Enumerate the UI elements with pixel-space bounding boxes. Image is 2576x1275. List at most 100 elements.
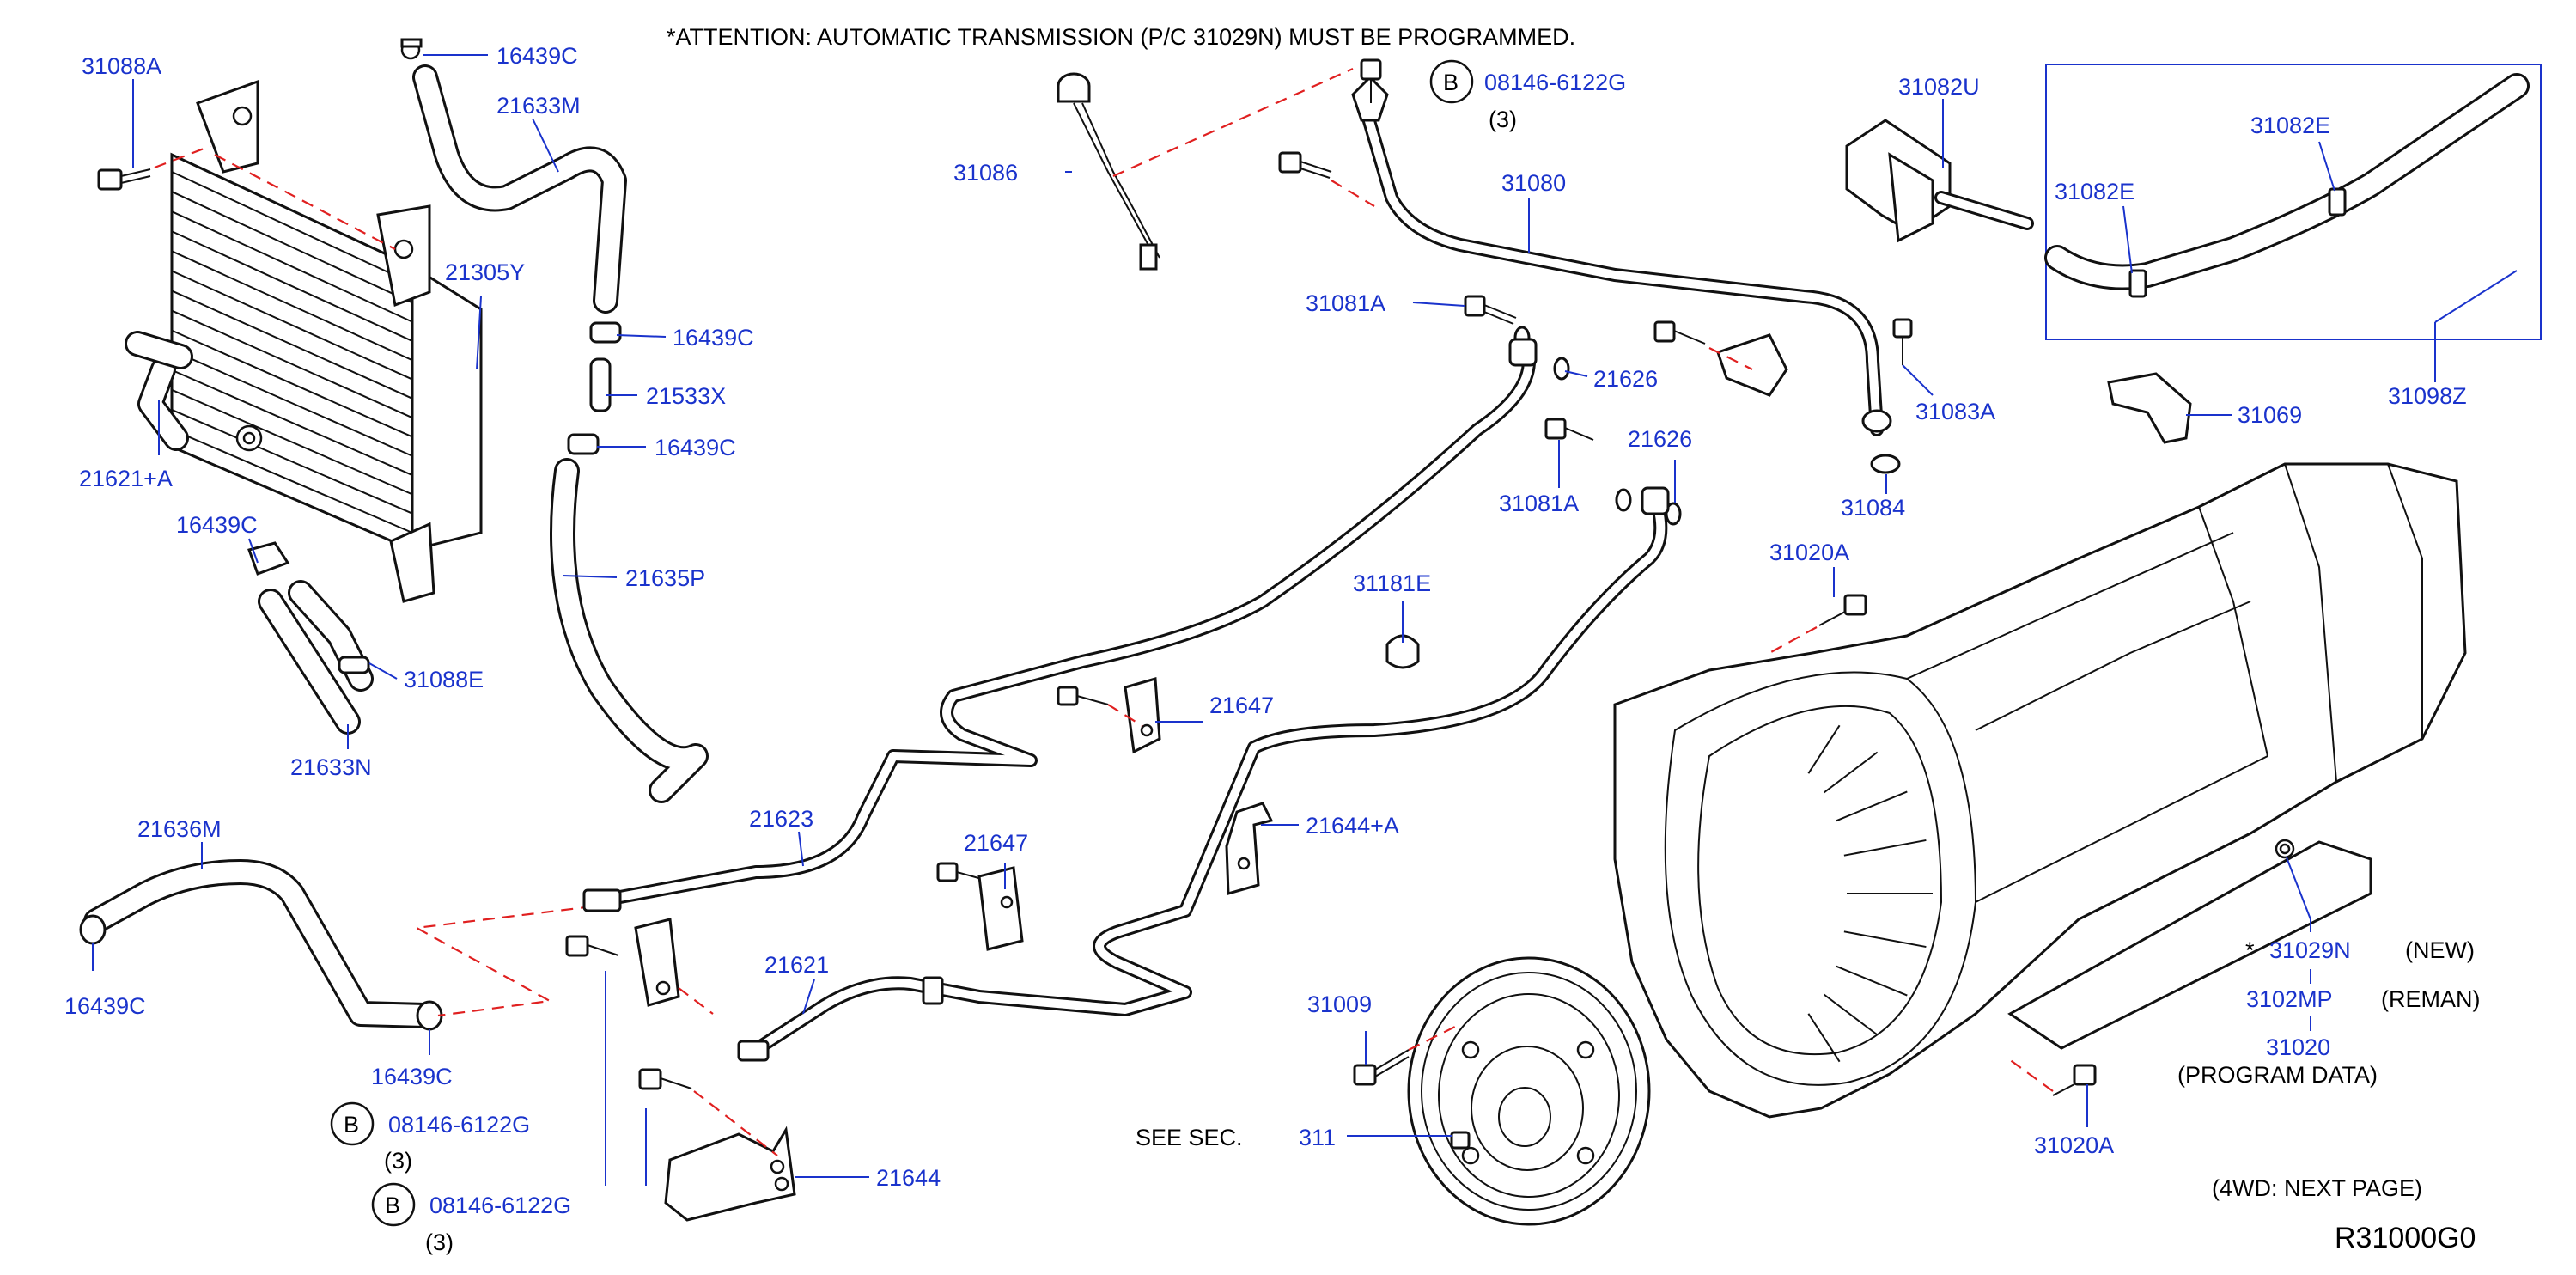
b-circle-mid <box>330 1101 375 1146</box>
callout-31081a-mid: 31081A <box>1499 491 1579 516</box>
callout-08146-bottom: 08146-6122G <box>429 1193 571 1218</box>
assembly-dash-21636m <box>413 905 594 1017</box>
harness-31098z <box>2044 73 2530 298</box>
cooler-fin <box>171 290 413 400</box>
quantity-bottom: (3) <box>425 1229 454 1255</box>
callout-31080: 31080 <box>1501 170 1566 196</box>
callout-31029n: 31029N <box>2269 937 2351 963</box>
assembly-dash-21644-upper <box>678 987 714 1015</box>
note-program-data: (PROGRAM DATA) <box>2177 1062 2378 1088</box>
hose-21636m <box>79 859 443 1031</box>
assembly-dash-21647a <box>1107 704 1143 727</box>
diagram-reference-code: R31000G0 <box>2335 1222 2476 1254</box>
bolt-31009 <box>1353 1049 1410 1086</box>
callout-21633m: 21633M <box>496 93 581 119</box>
callout-31088e: 31088E <box>404 667 484 692</box>
oil-cooler-drawing <box>125 79 483 603</box>
callout-21621: 21621 <box>764 952 829 978</box>
callout-16439c-left: 16439C <box>176 512 258 538</box>
bracket-31082u <box>1845 119 2034 243</box>
torque-converter-311 <box>1407 956 1651 1226</box>
callout-31082e-right: 31082E <box>2250 113 2330 138</box>
cooler-fin <box>171 429 413 534</box>
callout-31069: 31069 <box>2238 402 2302 428</box>
cooler-fin <box>171 369 413 476</box>
callout-16439c-a: 16439C <box>673 325 754 351</box>
b-circle-bot <box>371 1182 416 1227</box>
callout-21626-b: 21626 <box>1628 426 1692 452</box>
cooler-fin <box>171 191 413 304</box>
callout-31084: 31084 <box>1841 495 1905 521</box>
bracket-21647-b <box>936 862 1024 951</box>
callout-21644: 21644 <box>876 1165 941 1191</box>
callout-31086: 31086 <box>953 160 1018 186</box>
assembly-dash-21644-lower <box>693 1090 778 1156</box>
bolt-upper-left <box>1278 151 1332 179</box>
b-marker-top: B <box>1443 70 1459 95</box>
quantity-top: (3) <box>1489 107 1517 132</box>
hose-21633m <box>412 64 627 314</box>
cooler-fin <box>171 171 413 284</box>
cooler-fin <box>171 409 413 515</box>
assembly-dash-bolt <box>1331 180 1375 207</box>
attention-note: *ATTENTION: AUTOMATIC TRANSMISSION (P/C … <box>667 24 1575 50</box>
callout-08146-mid: 08146-6122G <box>388 1112 530 1138</box>
assembly-dash-bracket <box>1708 347 1753 370</box>
tube-21623 <box>582 338 1538 912</box>
hose-21633n <box>247 541 374 735</box>
housing-rib <box>1823 993 1879 1036</box>
housing-rib <box>1823 751 1879 794</box>
bolt-31081a-top <box>1464 295 1517 325</box>
tube-21621 <box>737 486 1670 1062</box>
bolt-31081a-mid <box>1544 418 1594 441</box>
cooler-fin <box>171 329 413 438</box>
note-reman: (REMAN) <box>2381 986 2481 1012</box>
housing-rib <box>1843 839 1927 857</box>
cooler-fin <box>171 210 413 323</box>
callout-31009: 31009 <box>1307 991 1372 1017</box>
assembly-dash-31009 <box>1408 1023 1461 1051</box>
clip-31181e <box>1385 634 1420 669</box>
assembly-dash-cooler <box>154 144 396 250</box>
leader-lines <box>92 54 2518 1178</box>
bolt-08146-top <box>1360 58 1382 103</box>
callout-16439c-top: 16439C <box>496 43 578 69</box>
harness-box-31098z <box>2045 64 2542 340</box>
callout-16439c-b: 16439C <box>655 435 736 461</box>
bracket-31080 <box>1716 333 1788 397</box>
bracket-31069 <box>2107 372 2192 444</box>
bracket-21644 <box>664 1126 796 1222</box>
note-next-page: (4WD: NEXT PAGE) <box>2212 1175 2422 1201</box>
callout-16439c-bottom-mid: 16439C <box>371 1064 453 1089</box>
housing-rib <box>1807 1013 1841 1063</box>
b-marker-mid: B <box>344 1112 359 1138</box>
callout-31083a: 31083A <box>1915 399 1995 424</box>
washer-31084 <box>1870 454 1901 474</box>
callout-31082u: 31082U <box>1898 74 1980 100</box>
bolt-31088a <box>97 168 151 191</box>
callout-08146-top: 08146-6122G <box>1484 70 1626 95</box>
callout-21626-a: 21626 <box>1593 366 1658 392</box>
b-marker-bot: B <box>385 1193 400 1218</box>
charging-pipe-31080 <box>1351 75 1892 436</box>
bracket-21644a <box>1225 802 1274 895</box>
hose-21635p <box>550 458 709 803</box>
callout-21633n: 21633N <box>290 754 372 780</box>
bolt-31020a-top <box>1818 594 1867 626</box>
assembly-dash-31020a-top <box>1769 626 1818 654</box>
cooler-fin <box>171 349 413 457</box>
callout-31098z: 31098Z <box>2388 383 2467 409</box>
callout-31181e: 31181E <box>1353 570 1431 596</box>
callout-21644a: 21644+A <box>1306 813 1399 839</box>
callout-311: 311 <box>1299 1125 1336 1150</box>
callout-21647-a: 21647 <box>1209 692 1274 718</box>
clamp-21533x-group <box>567 321 622 455</box>
bolt-31083a <box>1892 318 1913 365</box>
washer-21626-a <box>1553 357 1570 381</box>
bolt-mid-31080 <box>1653 320 1706 345</box>
transmission-31020 <box>1613 462 2467 1119</box>
callout-31081a-top: 31081A <box>1306 290 1385 316</box>
clamp-16439c-top <box>400 38 423 60</box>
callout-21623: 21623 <box>749 806 813 832</box>
dipstick-31086 <box>1057 72 1160 271</box>
